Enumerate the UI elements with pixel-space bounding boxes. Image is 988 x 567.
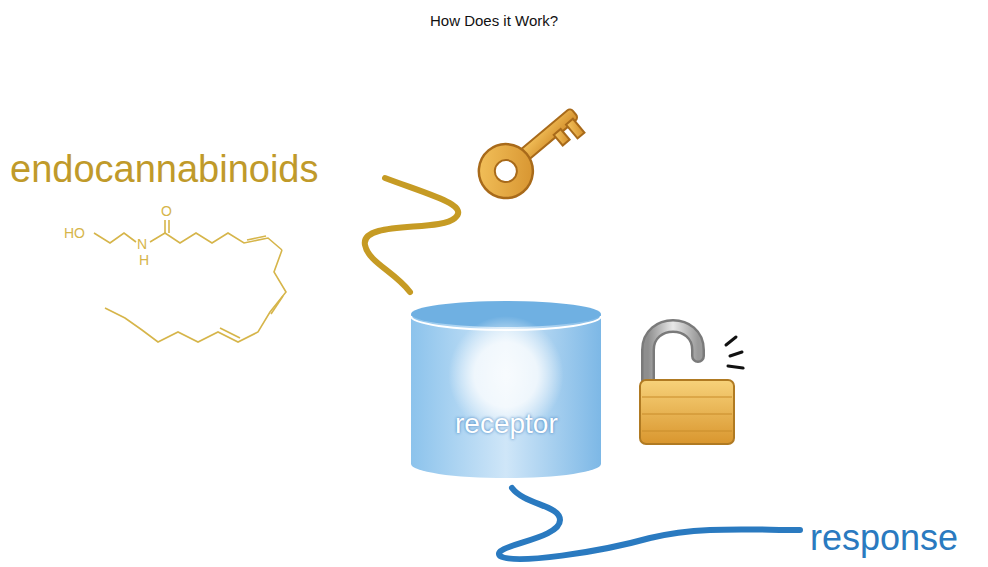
- key-icon: [468, 93, 592, 210]
- ligand-wave: [365, 178, 458, 292]
- receptor-cylinder: receptor: [410, 300, 602, 478]
- title: How Does it Work?: [430, 13, 558, 28]
- unlocked-padlock-icon: [640, 326, 743, 444]
- molecule-name: endocannabinoids: [10, 150, 319, 188]
- molecule-structure: [94, 220, 286, 342]
- response-wave: [499, 488, 800, 559]
- node-text: receptor: [455, 410, 558, 438]
- atom-label: O: [161, 204, 172, 218]
- cylinder-shape: [410, 300, 602, 478]
- atom-label: H: [139, 253, 149, 267]
- atom-label: HO: [64, 226, 85, 240]
- atom-label: N: [137, 237, 147, 251]
- response-label: response: [810, 520, 958, 556]
